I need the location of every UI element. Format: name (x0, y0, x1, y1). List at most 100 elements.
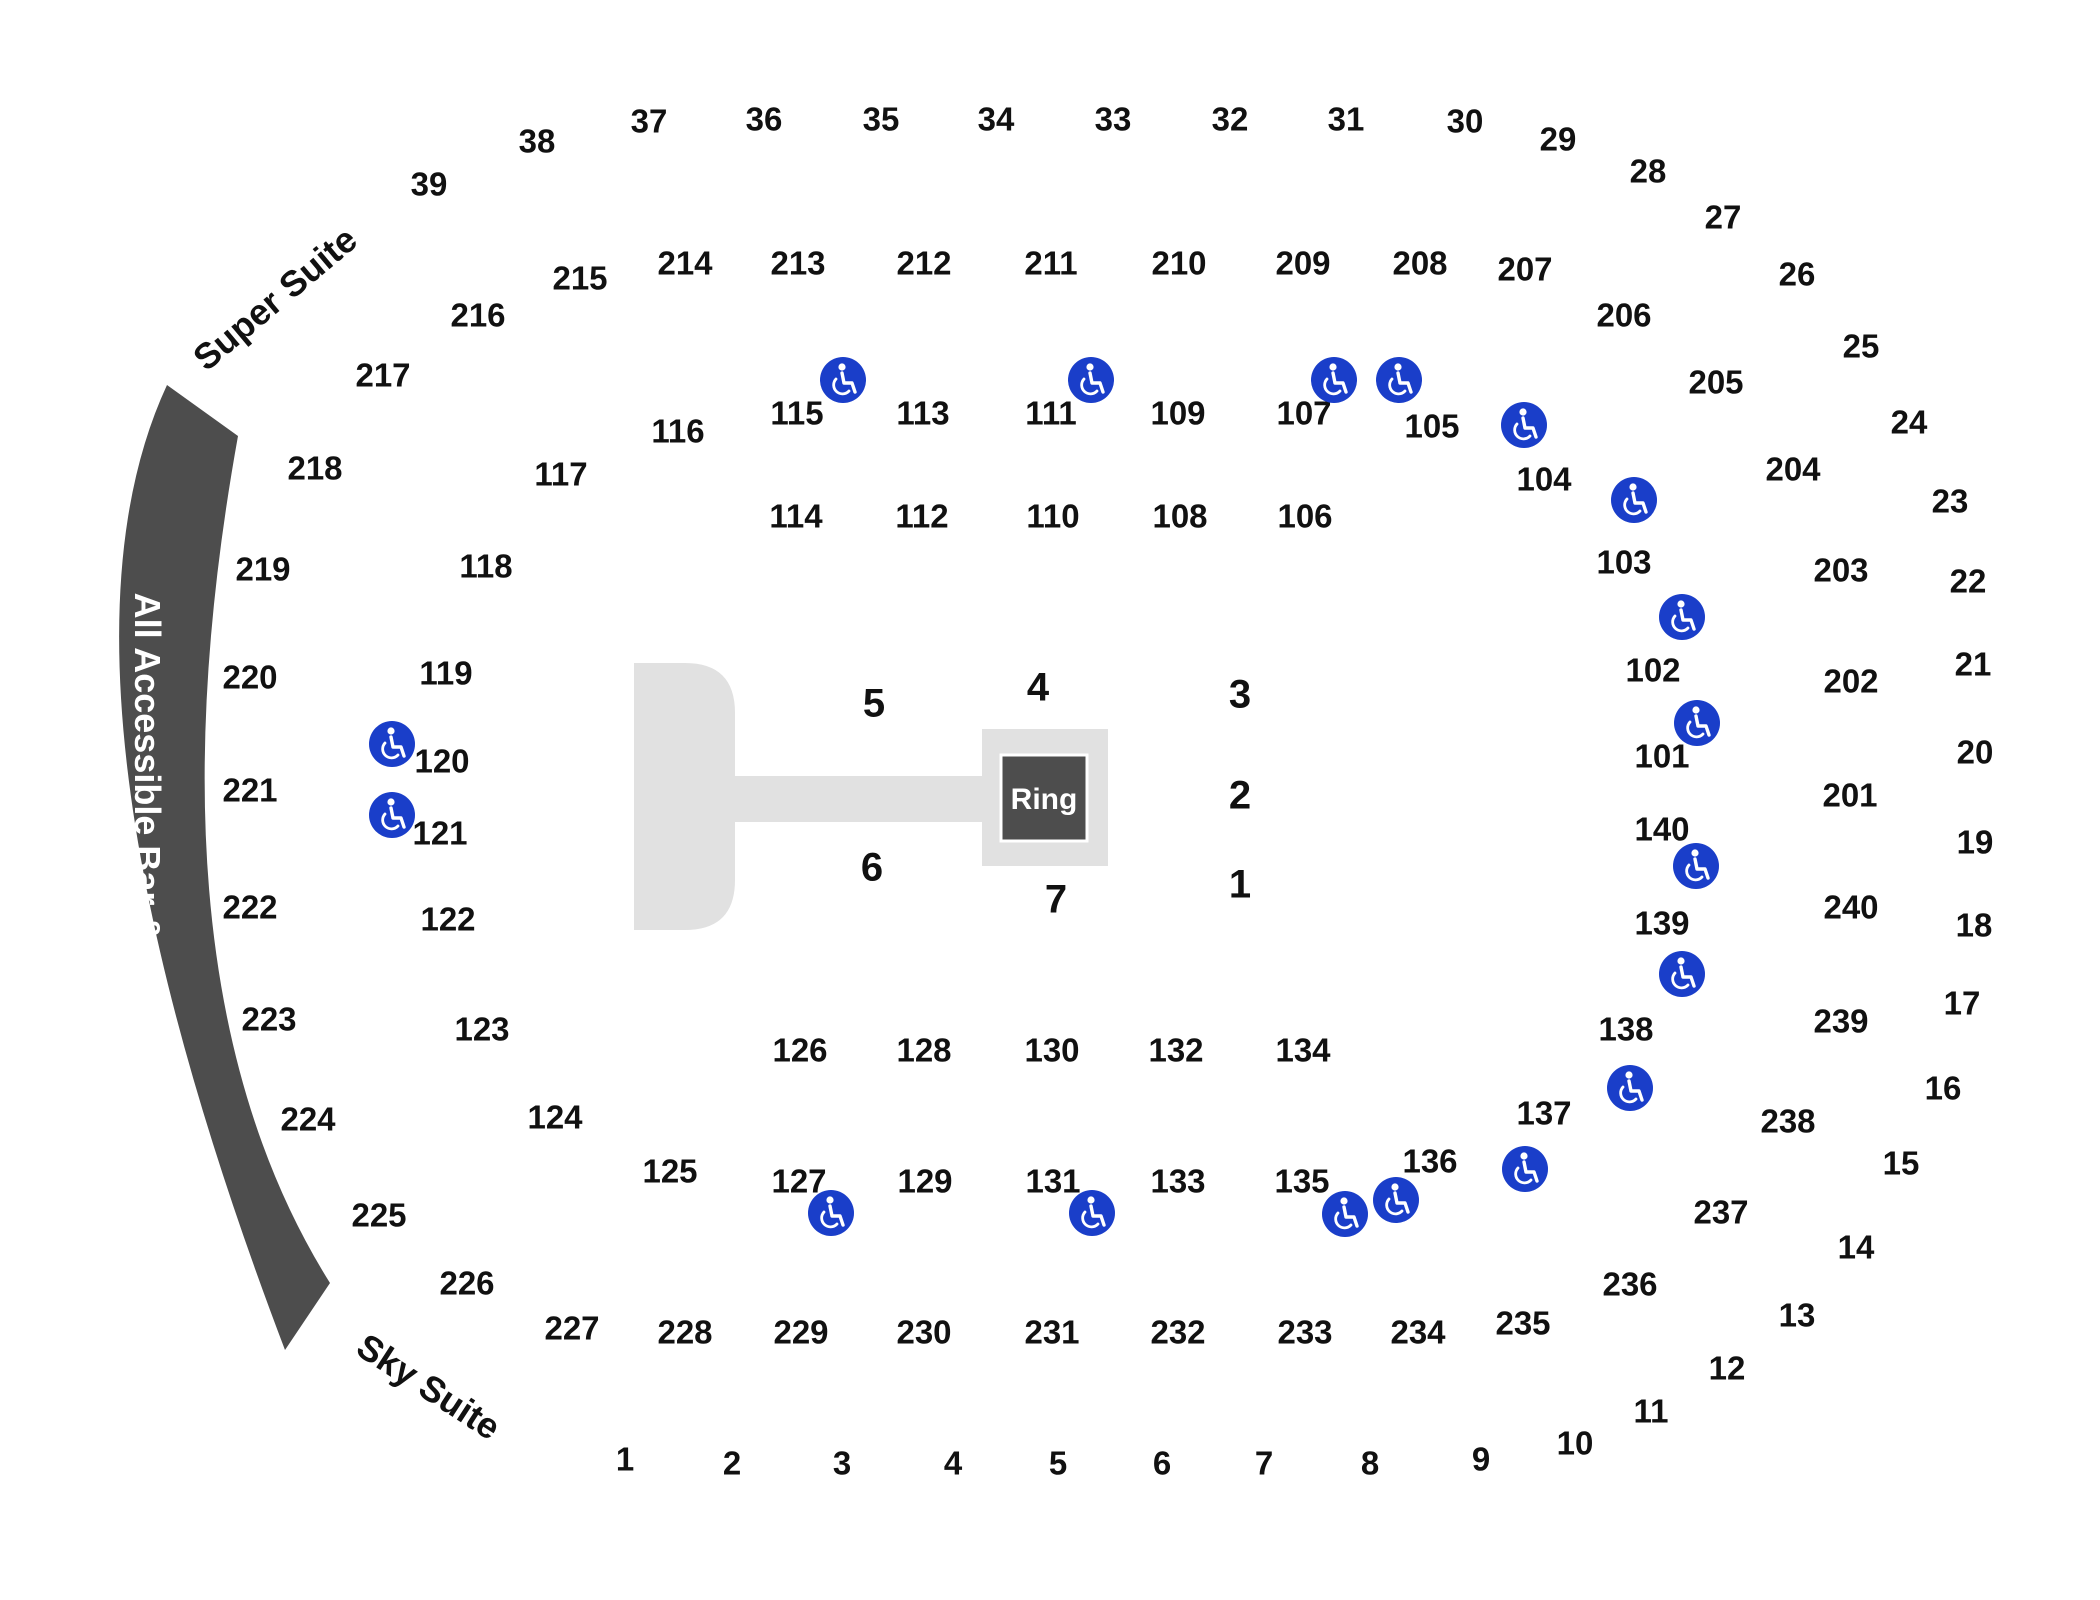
suite-17[interactable]: 17 (1944, 985, 1981, 1022)
section-109[interactable]: 109 (1150, 395, 1205, 432)
section-219[interactable]: 219 (235, 551, 290, 588)
section-237[interactable]: 237 (1693, 1194, 1748, 1231)
section-201[interactable]: 201 (1822, 777, 1877, 814)
section-231[interactable]: 231 (1024, 1314, 1079, 1351)
section-103[interactable]: 103 (1596, 544, 1651, 581)
suite-27[interactable]: 27 (1705, 199, 1742, 236)
section-120[interactable]: 120 (414, 743, 469, 780)
section-205[interactable]: 205 (1688, 364, 1743, 401)
suite-22[interactable]: 22 (1950, 563, 1987, 600)
ring[interactable] (999, 753, 1089, 843)
section-134[interactable]: 134 (1275, 1032, 1331, 1069)
section-136[interactable]: 136 (1402, 1143, 1457, 1180)
section-214[interactable]: 214 (657, 245, 713, 282)
section-129[interactable]: 129 (897, 1163, 952, 1200)
suite-26[interactable]: 26 (1779, 256, 1816, 293)
suite-8[interactable]: 8 (1361, 1445, 1379, 1482)
section-238[interactable]: 238 (1760, 1103, 1815, 1140)
section-207[interactable]: 207 (1497, 251, 1552, 288)
section-107[interactable]: 107 (1276, 395, 1331, 432)
section-239[interactable]: 239 (1813, 1003, 1868, 1040)
section-131[interactable]: 131 (1025, 1163, 1080, 1200)
section-202[interactable]: 202 (1823, 663, 1878, 700)
suite-38[interactable]: 38 (519, 123, 556, 160)
section-137[interactable]: 137 (1516, 1095, 1571, 1132)
section-226[interactable]: 226 (439, 1265, 494, 1302)
section-105[interactable]: 105 (1404, 408, 1459, 445)
suite-23[interactable]: 23 (1932, 483, 1969, 520)
section-114[interactable]: 114 (769, 498, 823, 535)
section-118[interactable]: 118 (459, 548, 512, 585)
floor-section-5[interactable]: 5 (863, 682, 885, 726)
section-217[interactable]: 217 (355, 357, 410, 394)
section-132[interactable]: 132 (1148, 1032, 1203, 1069)
suite-33[interactable]: 33 (1095, 101, 1132, 138)
section-204[interactable]: 204 (1765, 451, 1821, 488)
suite-2[interactable]: 2 (723, 1445, 741, 1482)
section-106[interactable]: 106 (1277, 498, 1332, 535)
section-232[interactable]: 232 (1150, 1314, 1205, 1351)
section-206[interactable]: 206 (1596, 297, 1651, 334)
section-140[interactable]: 140 (1634, 811, 1689, 848)
section-125[interactable]: 125 (642, 1153, 697, 1190)
section-211[interactable]: 211 (1024, 245, 1077, 282)
section-127[interactable]: 127 (771, 1163, 826, 1200)
section-224[interactable]: 224 (280, 1101, 336, 1138)
section-218[interactable]: 218 (287, 450, 342, 487)
section-115[interactable]: 115 (770, 395, 823, 432)
section-110[interactable]: 110 (1026, 498, 1079, 535)
section-209[interactable]: 209 (1275, 245, 1330, 282)
section-230[interactable]: 230 (896, 1314, 951, 1351)
section-208[interactable]: 208 (1392, 245, 1447, 282)
suite-11[interactable]: 11 (1634, 1393, 1669, 1430)
section-104[interactable]: 104 (1516, 461, 1572, 498)
floor-section-3[interactable]: 3 (1229, 673, 1251, 717)
section-113[interactable]: 113 (896, 395, 949, 432)
section-139[interactable]: 139 (1634, 905, 1689, 942)
suite-37[interactable]: 37 (631, 103, 668, 140)
section-236[interactable]: 236 (1602, 1266, 1657, 1303)
suite-20[interactable]: 20 (1957, 734, 1994, 771)
floor-section-6[interactable]: 6 (861, 846, 883, 890)
suite-5[interactable]: 5 (1049, 1445, 1067, 1482)
section-203[interactable]: 203 (1813, 552, 1868, 589)
floor-section-1[interactable]: 1 (1229, 863, 1251, 907)
bar-and-grill-area[interactable] (119, 385, 330, 1350)
section-126[interactable]: 126 (772, 1032, 827, 1069)
section-233[interactable]: 233 (1277, 1314, 1332, 1351)
floor-section-2[interactable]: 2 (1229, 774, 1251, 818)
floor-section-7[interactable]: 7 (1045, 878, 1067, 922)
section-123[interactable]: 123 (454, 1011, 509, 1048)
section-213[interactable]: 213 (770, 245, 825, 282)
section-133[interactable]: 133 (1150, 1163, 1205, 1200)
section-112[interactable]: 112 (895, 498, 948, 535)
suite-14[interactable]: 14 (1838, 1229, 1875, 1266)
suite-28[interactable]: 28 (1630, 153, 1667, 190)
section-124[interactable]: 124 (527, 1099, 583, 1136)
suite-10[interactable]: 10 (1557, 1425, 1594, 1462)
section-228[interactable]: 228 (657, 1314, 712, 1351)
floor-section-4[interactable]: 4 (1027, 666, 1050, 710)
suite-34[interactable]: 34 (978, 101, 1015, 138)
suite-25[interactable]: 25 (1843, 328, 1880, 365)
section-225[interactable]: 225 (351, 1197, 406, 1234)
section-102[interactable]: 102 (1625, 652, 1680, 689)
section-121[interactable]: 121 (412, 815, 467, 852)
suite-13[interactable]: 13 (1779, 1297, 1816, 1334)
suite-7[interactable]: 7 (1255, 1445, 1273, 1482)
suite-30[interactable]: 30 (1447, 103, 1484, 140)
section-119[interactable]: 119 (419, 655, 472, 692)
section-215[interactable]: 215 (552, 260, 607, 297)
suite-32[interactable]: 32 (1212, 101, 1249, 138)
suite-12[interactable]: 12 (1709, 1350, 1746, 1387)
section-117[interactable]: 117 (534, 456, 587, 493)
suite-9[interactable]: 9 (1472, 1441, 1490, 1478)
section-116[interactable]: 116 (651, 413, 704, 450)
suite-21[interactable]: 21 (1955, 646, 1992, 683)
section-235[interactable]: 235 (1495, 1305, 1550, 1342)
section-108[interactable]: 108 (1152, 498, 1207, 535)
section-222[interactable]: 222 (222, 889, 277, 926)
section-240[interactable]: 240 (1823, 889, 1878, 926)
section-223[interactable]: 223 (241, 1001, 296, 1038)
section-135[interactable]: 135 (1274, 1163, 1329, 1200)
